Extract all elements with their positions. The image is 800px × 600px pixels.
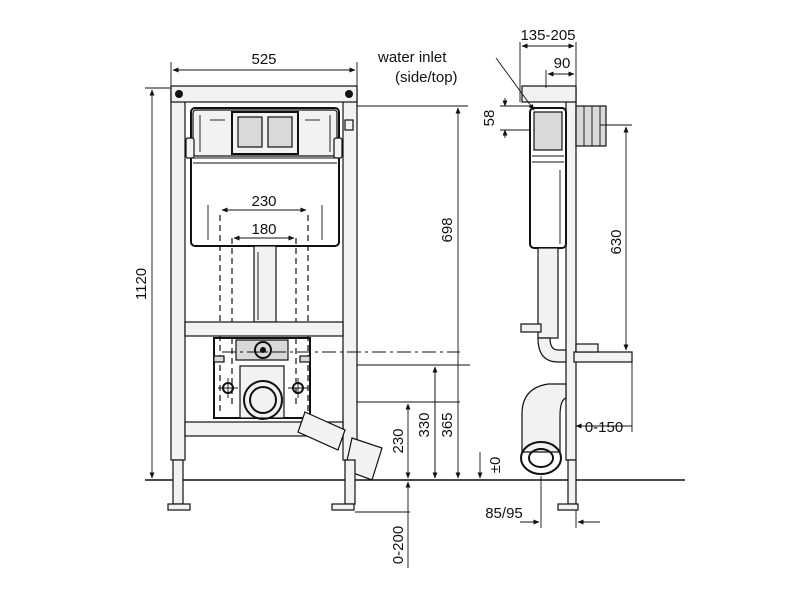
side-inlet-valve (575, 105, 607, 147)
flush-button-left (237, 116, 263, 148)
dim-height-230: 230 (390, 428, 407, 453)
label-water-inlet-sub: (side/top) (395, 69, 458, 86)
dim-height-630: 630 (608, 229, 625, 254)
label-water-inlet: water inlet (377, 49, 447, 66)
dim-floor-adjust: 0-200 (390, 526, 407, 564)
front-view (167, 85, 470, 513)
dim-frame-height: 1120 (133, 268, 150, 300)
left-foot (172, 459, 184, 505)
side-outlet-bend (521, 383, 567, 453)
side-view (520, 85, 633, 511)
dim-depth-range: 135-205 (520, 27, 575, 44)
frame-top-rail (170, 85, 358, 103)
flush-button-opening (231, 111, 299, 155)
dim-depth-90: 90 (554, 55, 571, 72)
dim-fixing-230: 230 (251, 193, 276, 210)
dim-height-365: 365 (439, 412, 456, 437)
dim-foot-depth: 85/95 (485, 505, 523, 522)
cistern (185, 107, 354, 247)
side-frame-post (565, 87, 577, 461)
frame-left-post (170, 87, 186, 461)
pan-connection-plate (213, 337, 311, 420)
dim-fixing-180: 180 (251, 221, 276, 238)
right-foot (344, 459, 356, 505)
top-left-fixing-hole (175, 90, 183, 98)
frame-right-post (342, 87, 358, 461)
dim-height-330: 330 (416, 412, 433, 437)
dim-inlet-58: 58 (481, 110, 498, 127)
dim-frame-width: 525 (251, 51, 276, 68)
waste-outlet (243, 380, 283, 420)
dim-wall-offset: 0-150 (585, 419, 623, 436)
top-right-fixing-hole (345, 90, 353, 98)
frame-middle-rail (184, 321, 344, 337)
flush-pipe (253, 245, 277, 323)
flush-button-right (267, 116, 293, 148)
dim-zero-level: ±0 (487, 457, 504, 474)
dim-cistern-height: 698 (439, 217, 456, 242)
